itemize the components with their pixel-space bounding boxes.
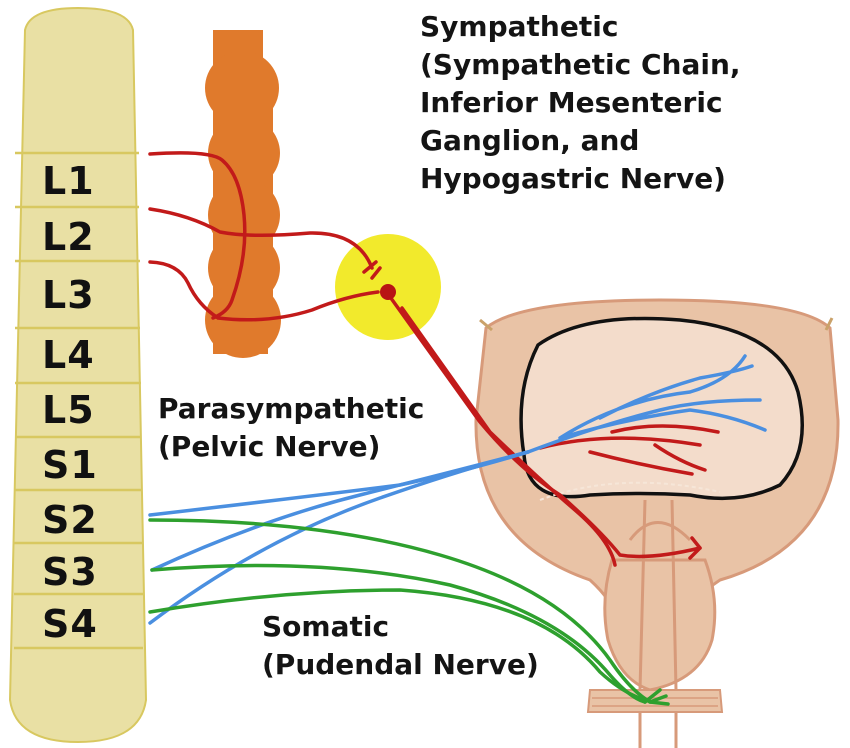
parasympathetic-label-line: (Pelvic Nerve) <box>158 430 381 463</box>
sympathetic-label: Sympathetic (Sympathetic Chain, Inferior… <box>420 8 741 198</box>
segment-label-s3: S3 <box>42 550 98 594</box>
segment-label-l1: L1 <box>42 159 95 203</box>
segment-label-s4: S4 <box>42 602 98 646</box>
sympathetic-label-line: Inferior Mesenteric <box>420 86 723 119</box>
somatic-nerves <box>148 518 670 706</box>
somatic-label-line: (Pudendal Nerve) <box>262 648 539 681</box>
sympathetic-chain <box>205 30 281 358</box>
parasympathetic-label: Parasympathetic (Pelvic Nerve) <box>158 390 424 466</box>
segment-label-l4: L4 <box>42 333 95 377</box>
parasympathetic-nerves <box>148 354 767 625</box>
sympathetic-label-line: (Sympathetic Chain, <box>420 48 741 81</box>
ganglion-synapse <box>380 284 396 300</box>
segment-label-s1: S1 <box>42 443 98 487</box>
somatic-label-line: Somatic <box>262 610 390 643</box>
segment-dividers <box>14 151 143 650</box>
somatic-label: Somatic (Pudendal Nerve) <box>262 608 539 684</box>
segment-label-s2: S2 <box>42 498 98 542</box>
sympathetic-label-line: Hypogastric Nerve) <box>420 162 726 195</box>
parasympathetic-label-line: Parasympathetic <box>158 392 425 425</box>
sympathetic-label-line: Ganglion, and <box>420 124 640 157</box>
segment-label-l5: L5 <box>42 388 95 432</box>
segment-label-l3: L3 <box>42 273 95 317</box>
segment-label-l2: L2 <box>42 215 95 259</box>
spinal-cord <box>8 6 148 744</box>
sympathetic-label-line: Sympathetic <box>420 10 619 43</box>
